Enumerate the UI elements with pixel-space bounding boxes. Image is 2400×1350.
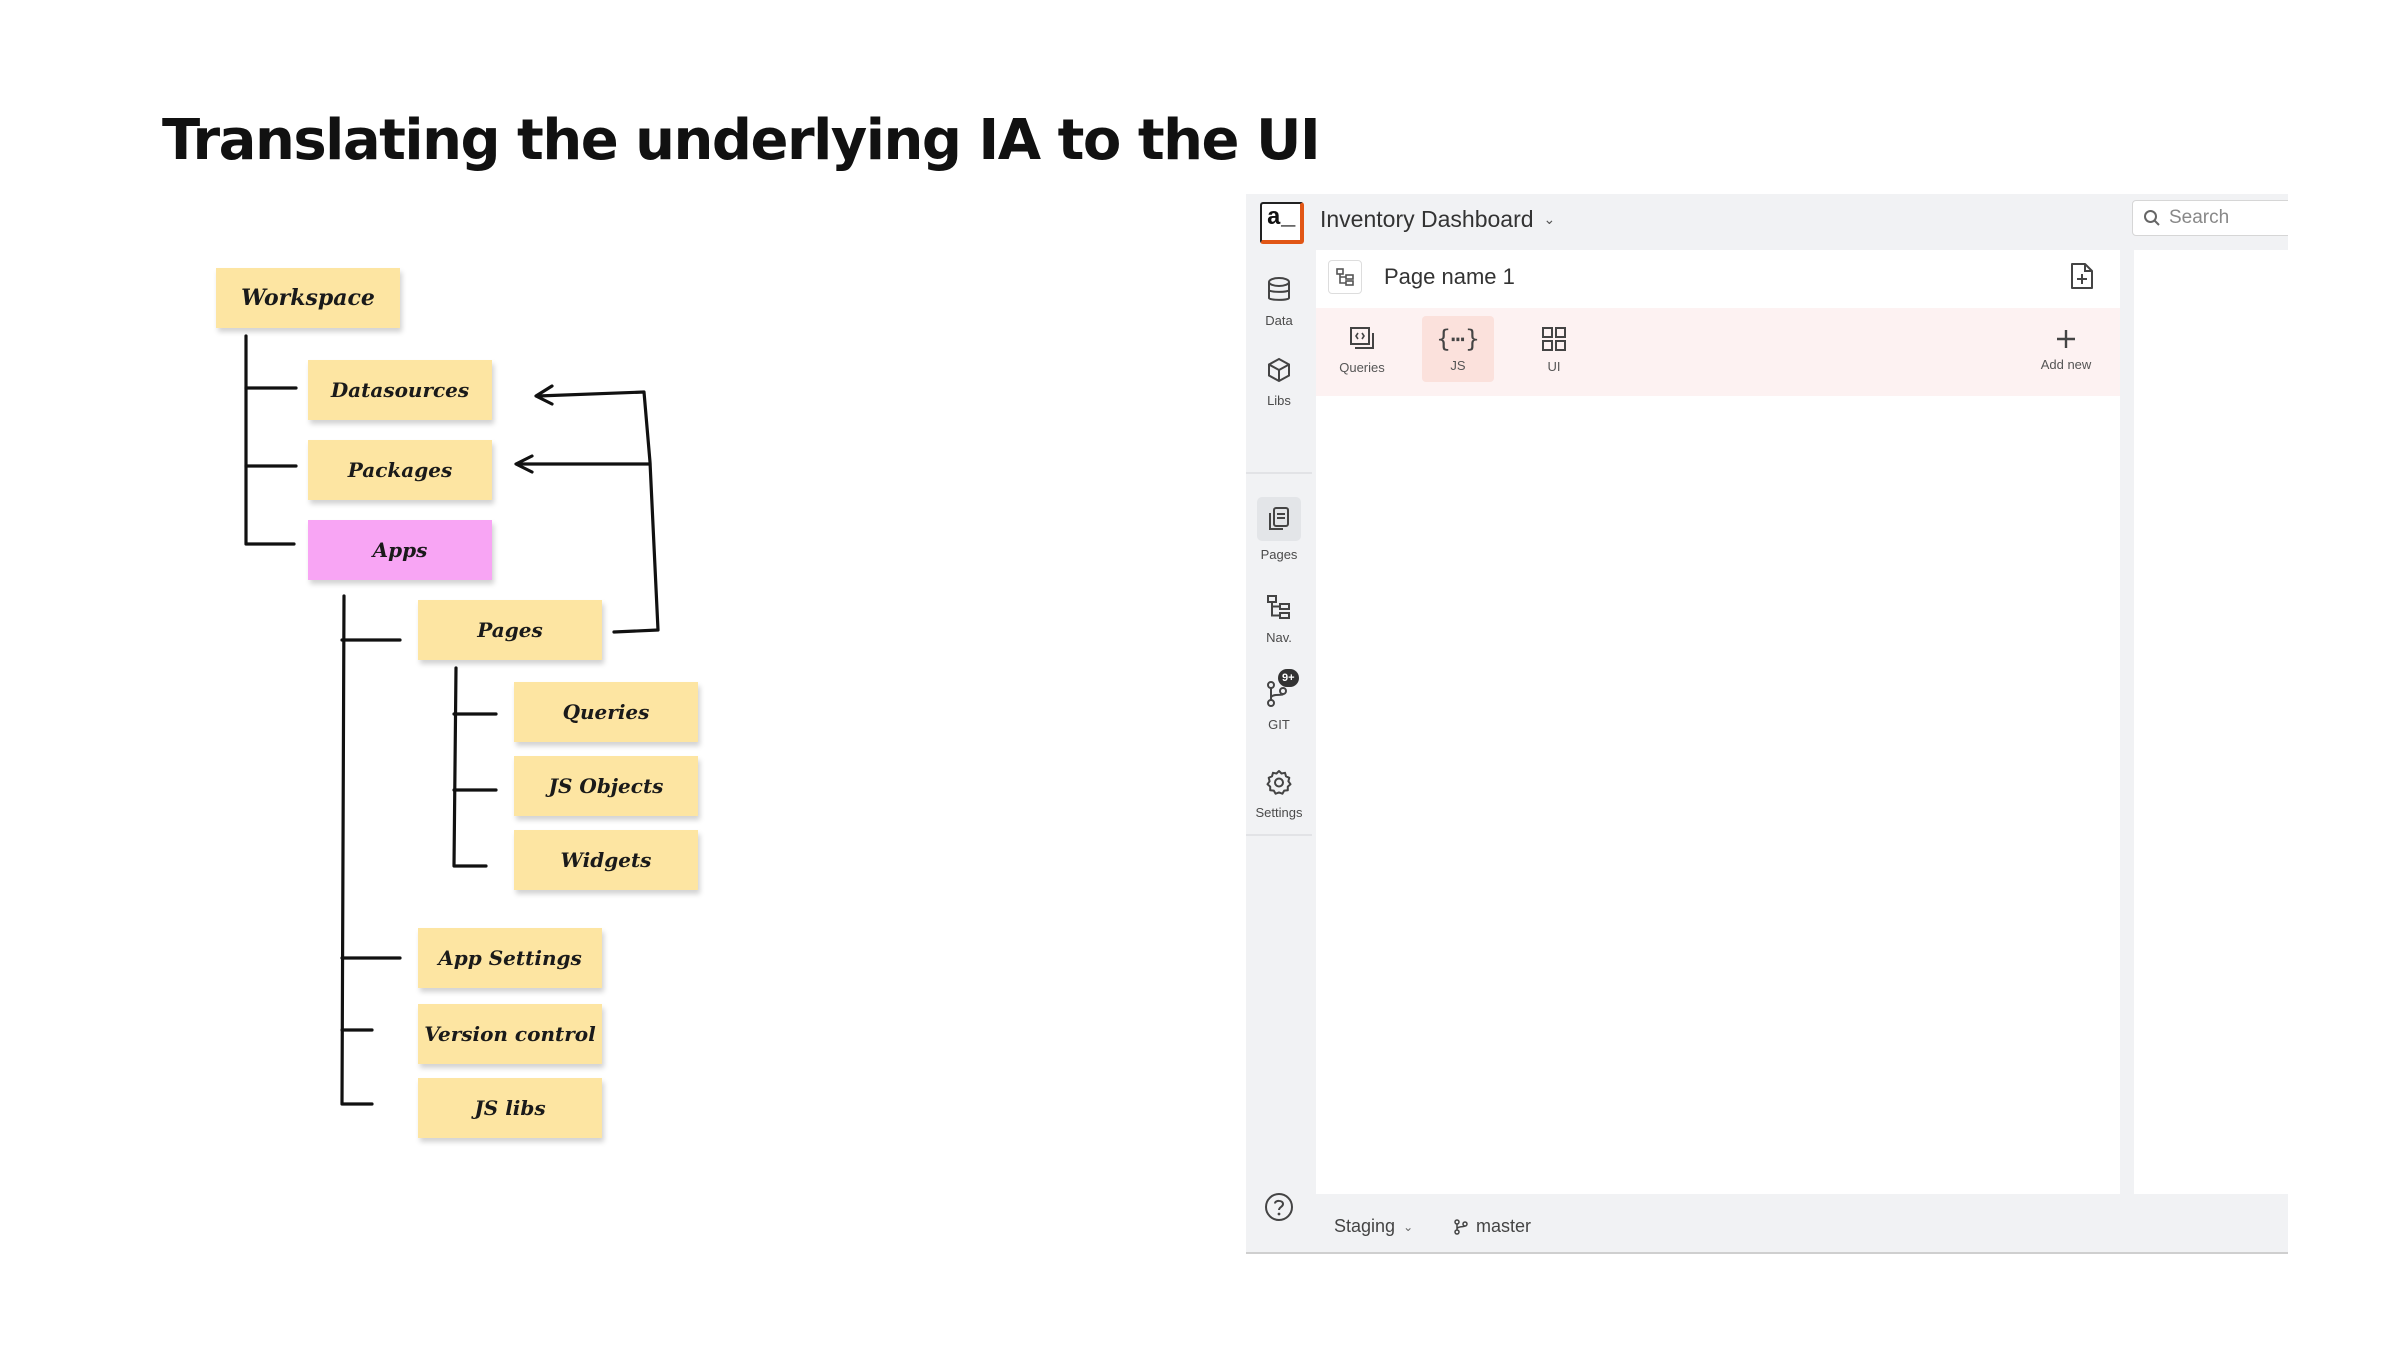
note-version-control: Version control — [418, 1004, 602, 1064]
queries-icon — [1350, 326, 1374, 349]
bottom-divider — [1246, 1252, 2288, 1254]
tab-js[interactable]: {⋯} JS — [1422, 316, 1494, 382]
app-window: a_ Inventory Dashboard ⌄ Search Data Lib… — [1246, 194, 2288, 1254]
sidebar-item-label: Nav. — [1266, 629, 1292, 645]
chevron-down-icon: ⌄ — [1403, 1219, 1414, 1234]
note-queries: Queries — [514, 682, 698, 742]
note-apps: Apps — [308, 520, 492, 580]
widgets-grid-icon — [1542, 326, 1566, 351]
search-input[interactable]: Search — [2132, 200, 2288, 236]
sidebar-item-label: Pages — [1260, 546, 1298, 562]
git-badge: 9+ — [1278, 668, 1299, 687]
sidebar: Data Libs Pages Nav. — [1246, 250, 1312, 1254]
sidebar-item-label: GIT — [1268, 716, 1290, 732]
note-app-settings: App Settings — [418, 928, 602, 988]
plus-icon — [2057, 329, 2075, 348]
sidebar-item-label: Libs — [1267, 392, 1291, 408]
tab-label: JS — [1450, 357, 1466, 373]
sidebar-item-data[interactable]: Data — [1246, 260, 1312, 340]
page-panel: Page name 1 Queries {⋯} JS UI Add new — [1316, 250, 2120, 1194]
gear-icon — [1262, 765, 1296, 799]
sidebar-item-label: Data — [1265, 312, 1293, 328]
database-icon — [1262, 273, 1296, 307]
file-plus-icon — [2071, 263, 2093, 289]
note-packages: Packages — [308, 440, 492, 500]
sidebar-item-git[interactable]: 9+ GIT — [1246, 660, 1312, 748]
slide-title: Translating the underlying IA to the UI — [162, 108, 1321, 173]
sidebar-divider — [1246, 472, 1312, 474]
tab-ui[interactable]: UI — [1518, 316, 1590, 382]
tree-icon — [1262, 590, 1296, 624]
app-header: a_ Inventory Dashboard ⌄ Search — [1246, 194, 2288, 250]
app-logo[interactable]: a_ — [1260, 202, 1304, 244]
note-js-objects: JS Objects — [514, 756, 698, 816]
braces-icon: {⋯} — [1436, 324, 1480, 353]
chevron-down-icon: ⌄ — [1543, 211, 1556, 227]
help-button[interactable] — [1264, 1192, 1294, 1222]
note-workspace: Workspace — [216, 268, 400, 328]
app-title-text: Inventory Dashboard — [1320, 206, 1534, 232]
sidebar-divider — [1246, 834, 1312, 836]
note-widgets: Widgets — [514, 830, 698, 890]
search-icon — [2144, 210, 2160, 226]
pages-icon — [1257, 496, 1301, 541]
app-title-dropdown[interactable]: Inventory Dashboard ⌄ — [1320, 206, 1555, 233]
tab-queries[interactable]: Queries — [1326, 316, 1398, 382]
tab-label: UI — [1547, 358, 1561, 374]
note-pages: Pages — [418, 600, 602, 660]
add-new-label: Add new — [2040, 356, 2092, 372]
status-bar: Staging ⌄ master — [1246, 1202, 2288, 1254]
entity-tabs: Queries {⋯} JS UI Add new — [1316, 308, 2120, 396]
right-panel — [2134, 250, 2288, 1194]
environment-selector[interactable]: Staging ⌄ — [1334, 1216, 1413, 1237]
note-js-libs: JS libs — [418, 1078, 602, 1138]
git-branch-icon: 9+ — [1262, 668, 1299, 711]
cube-icon — [1262, 353, 1296, 387]
tab-label: Queries — [1339, 359, 1385, 375]
sidebar-group-app: Pages Nav. 9+ GIT Settings — [1246, 476, 1312, 832]
environment-label: Staging — [1334, 1216, 1396, 1236]
sidebar-item-pages[interactable]: Pages — [1246, 484, 1312, 574]
diagram-connectors — [244, 334, 660, 1106]
search-placeholder: Search — [2169, 207, 2230, 228]
question-circle-icon — [1265, 1193, 1293, 1221]
sidebar-item-settings[interactable]: Settings — [1246, 748, 1312, 836]
branch-selector[interactable]: master — [1454, 1216, 1531, 1237]
note-datasources: Datasources — [308, 360, 492, 420]
add-new-button[interactable]: Add new — [2026, 316, 2106, 382]
sidebar-item-libs[interactable]: Libs — [1246, 340, 1312, 420]
page-tree-icon[interactable] — [1328, 260, 1362, 294]
page-header: Page name 1 — [1316, 250, 2120, 304]
sidebar-item-nav[interactable]: Nav. — [1246, 574, 1312, 660]
add-page-button[interactable] — [2066, 260, 2098, 292]
sidebar-group-resources: Data Libs — [1246, 250, 1312, 472]
git-branch-icon — [1454, 1218, 1468, 1235]
branch-label: master — [1476, 1216, 1532, 1236]
sidebar-item-label: Settings — [1255, 804, 1303, 820]
page-name[interactable]: Page name 1 — [1384, 264, 1515, 289]
